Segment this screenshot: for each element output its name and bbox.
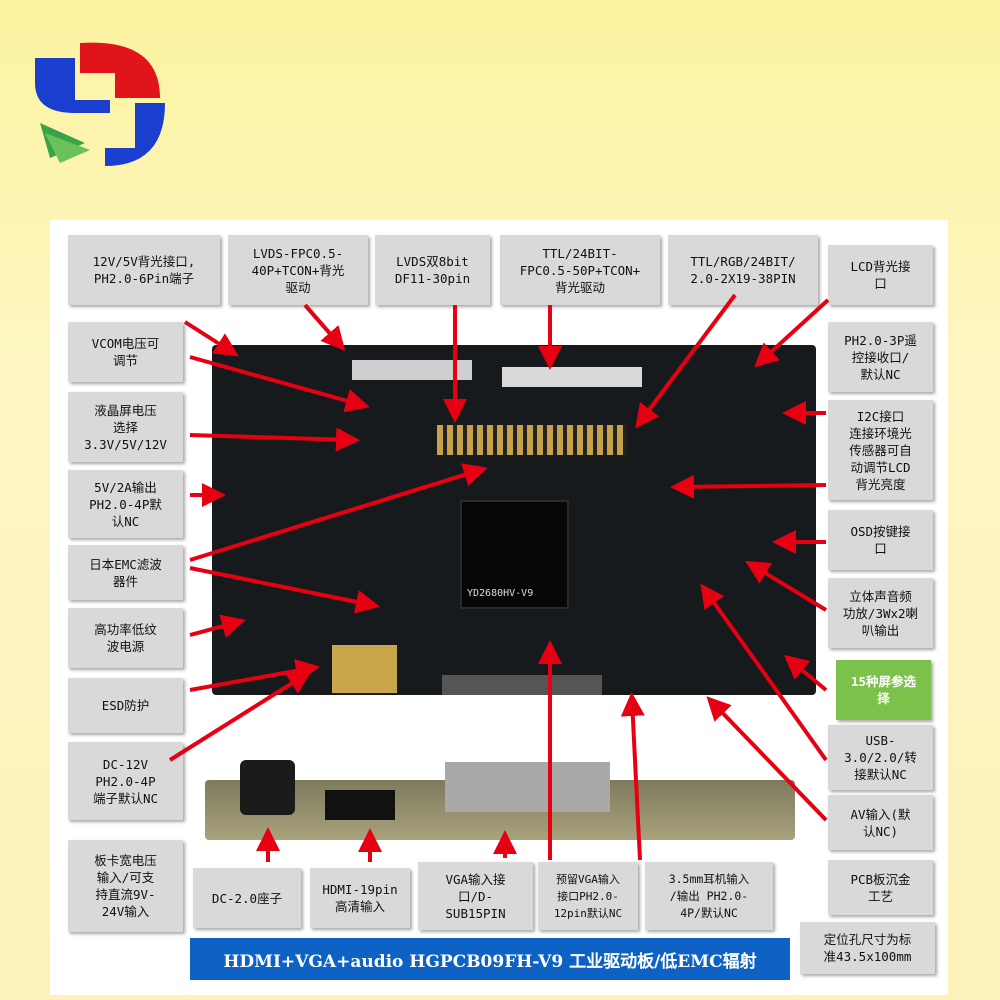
label-backlight-12v5v: 12V/5V背光接口, PH2.0-6Pin端子 xyxy=(68,235,220,305)
label-lcd-backlight: LCD背光接 口 xyxy=(828,245,933,305)
product-banner: HDMI+VGA+audio HGPCB09FH-V9 工业驱动板/低EMC辐射 xyxy=(190,938,790,980)
label-lcd-voltage: 液晶屏电压 选择 3.3V/5V/12V xyxy=(68,392,183,462)
label-ripple-power: 高功率低纹 波电源 xyxy=(68,608,183,668)
label-dc20: DC-2.0座子 xyxy=(193,868,301,928)
label-pcb: PCB板沉金 工艺 xyxy=(828,860,933,915)
pcb-board-side xyxy=(205,760,795,840)
hdmi-port xyxy=(332,645,397,693)
label-wide-voltage: 板卡宽电压 输入/可支 持直流9V- 24V输入 xyxy=(68,840,183,932)
pcb-board-top: YD2680HV-V9 xyxy=(212,345,816,695)
vga-port xyxy=(442,675,602,695)
label-vga-input: VGA输入接 口/D- SUB15PIN xyxy=(418,862,533,930)
label-vga-reserved: 预留VGA输入 接口PH2.0- 12pin默认NC xyxy=(538,862,638,930)
label-ttl-fpc: TTL/24BIT- FPC0.5-50P+TCON+ 背光驱动 xyxy=(500,235,660,305)
label-dc12v: DC-12V PH2.0-4P 端子默认NC xyxy=(68,742,183,820)
label-av: AV输入(默 认NC) xyxy=(828,795,933,850)
header-pins xyxy=(437,425,627,455)
board-model-label: YD2680HV-V9 xyxy=(467,588,534,599)
label-earphone: 3.5mm耳机输入 /输出 PH2.0- 4P/默认NC xyxy=(645,862,773,930)
label-vcom: VCOM电压可 调节 xyxy=(68,322,183,382)
vga-port-side xyxy=(445,762,610,812)
label-lvds-fpc: LVDS-FPC0.5- 40P+TCON+背光 驱动 xyxy=(228,235,368,305)
label-lvds-dual: LVDS双8bit DF11-30pin xyxy=(375,235,490,305)
label-osd: OSD按键接 口 xyxy=(828,510,933,570)
label-usb: USB- 3.0/2.0/转 接默认NC xyxy=(828,725,933,790)
dc-jack xyxy=(240,760,295,815)
label-hdmi19: HDMI-19pin 高清输入 xyxy=(310,868,410,928)
hdmi-port-side xyxy=(325,790,395,820)
label-ttl-rgb: TTL/RGB/24BIT/ 2.0-2X19-38PIN xyxy=(668,235,818,305)
label-emc-filter: 日本EMC滤波 器件 xyxy=(68,545,183,600)
label-stereo: 立体声音频 功放/3Wx2喇 叭输出 xyxy=(828,578,933,648)
label-esd: ESD防护 xyxy=(68,678,183,733)
label-ir-receiver: PH2.0-3P遥 控接收口/ 默认NC xyxy=(828,322,933,392)
label-mounting: 定位孔尺寸为标 准43.5x100mm xyxy=(800,922,935,974)
lg-logo-icon xyxy=(35,42,165,166)
label-5v2a-output: 5V/2A输出 PH2.0-4P默 认NC xyxy=(68,470,183,538)
fpc-connector-right xyxy=(502,367,642,387)
fpc-connector-left xyxy=(352,360,472,380)
label-i2c: I2C接口 连接环境光 传感器可自 动调节LCD 背光亮度 xyxy=(828,400,933,500)
label-15-screens: 15种屏参选 择 xyxy=(836,660,931,720)
